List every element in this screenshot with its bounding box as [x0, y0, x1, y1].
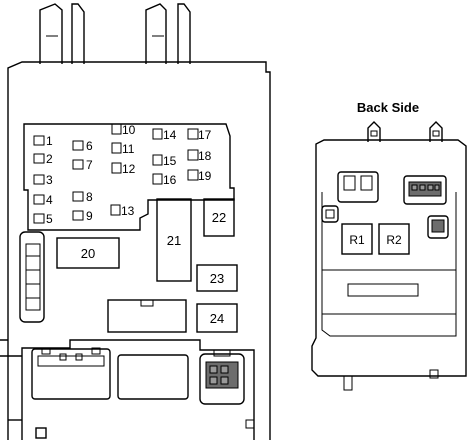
mini-fuse-panel [23, 123, 235, 231]
top-mounting-tabs [39, 3, 191, 64]
relay-r2-label: R2 [386, 233, 402, 247]
fuse-7: 7 [72, 158, 93, 172]
back-connector-top-left [337, 171, 379, 203]
fuse-8: 8 [72, 190, 93, 204]
fuse-14: 14 [152, 128, 177, 142]
fuse-23: 23 [196, 264, 238, 292]
back-small-connector-right [427, 215, 449, 239]
fuse-19-label: 19 [198, 169, 212, 183]
back-bottom-tabs [343, 369, 439, 391]
fuse-24-label: 24 [210, 311, 224, 326]
back-connector-top-right [403, 175, 447, 205]
fuse-11: 11 [111, 142, 135, 156]
fuse-16-label: 16 [163, 173, 177, 187]
connector-right [199, 349, 245, 405]
fuse-3-label: 3 [46, 173, 53, 187]
fuse-18: 18 [187, 149, 212, 163]
fuse-22-label: 22 [212, 210, 226, 225]
fuse-17-label: 17 [198, 128, 212, 142]
back-side-title: Back Side [357, 100, 419, 115]
side-clip [19, 231, 45, 323]
fuse-9: 9 [72, 209, 93, 223]
fuse-14-label: 14 [163, 128, 177, 142]
fuse-21: 21 [156, 198, 192, 282]
back-middle-section [322, 269, 456, 315]
fuse-5-label: 5 [46, 212, 53, 226]
back-top-tabs [367, 121, 443, 142]
fuse-2: 2 [33, 152, 53, 166]
relay-r1-label: R1 [349, 233, 365, 247]
fuse-20: 20 [56, 237, 120, 269]
fuse-12-label: 12 [122, 162, 136, 176]
fuse-1-label: 1 [46, 134, 53, 148]
front-side-outline [7, 61, 271, 440]
fuse-10-label: 10 [122, 123, 136, 137]
fuse-21-label: 21 [167, 233, 181, 248]
fuse-15-label: 15 [163, 154, 177, 168]
fuse-9-label: 9 [86, 209, 93, 223]
back-small-connector-left [321, 205, 339, 223]
fuse-7-label: 7 [86, 158, 93, 172]
bottom-bracket [0, 339, 255, 439]
blank-socket [107, 299, 187, 333]
relay-r1: R1 [341, 223, 373, 255]
fuse-11-label: 11 [122, 142, 135, 156]
fuse-16: 16 [152, 173, 177, 187]
relay-r2: R2 [378, 223, 410, 255]
fuse-13: 13 [110, 204, 135, 218]
fuse-20-label: 20 [81, 246, 95, 261]
fuse-1: 1 [33, 134, 53, 148]
fuse-5: 5 [33, 212, 53, 226]
fuse-4: 4 [33, 193, 53, 207]
fuse-12: 12 [111, 162, 136, 176]
fuse-6-label: 6 [86, 139, 93, 153]
fuse-2-label: 2 [46, 152, 53, 166]
back-side-outline [311, 139, 467, 377]
fuse-24: 24 [196, 303, 238, 333]
fuse-15: 15 [152, 154, 177, 168]
fuse-23-label: 23 [210, 271, 224, 286]
fuse-13-label: 13 [121, 204, 135, 218]
connector-middle [117, 354, 189, 400]
fuse-19: 19 [187, 169, 212, 183]
fuse-3: 3 [33, 173, 53, 187]
back-side-fuse-box: Back Side [311, 100, 467, 391]
fuse-22: 22 [203, 198, 235, 237]
fuse-4-label: 4 [46, 193, 53, 207]
fuse-6: 6 [72, 139, 93, 153]
fuse-10: 10 [111, 123, 136, 137]
fuse-8-label: 8 [86, 190, 93, 204]
front-side-fuse-box: 1 2 3 4 5 6 7 8 [0, 3, 271, 440]
fuse-17: 17 [187, 128, 212, 142]
lower-connector-frame [21, 339, 255, 440]
fuse-18-label: 18 [198, 149, 212, 163]
connector-left [31, 347, 111, 400]
